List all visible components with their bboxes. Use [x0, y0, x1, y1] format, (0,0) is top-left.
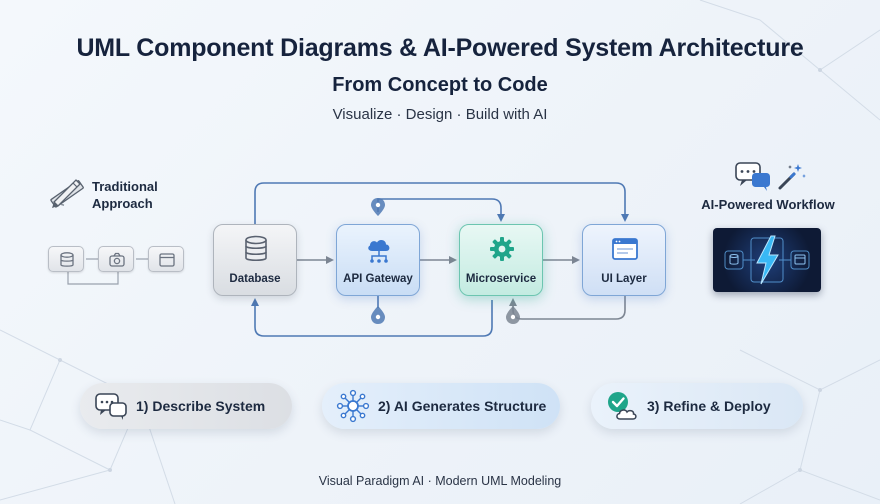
ai-workflow-icons	[735, 162, 806, 191]
traditional-window-box	[148, 246, 184, 272]
component-ui-layer-label: UI Layer	[601, 273, 647, 285]
traditional-database-box	[48, 246, 84, 272]
window-icon	[159, 253, 175, 267]
footer-text: Visual Paradigm AI · Modern UML Modeling	[318, 474, 562, 488]
page-subtitle: From Concept to Code	[332, 74, 548, 96]
magic-wand-icon	[778, 164, 806, 190]
database-icon	[60, 252, 74, 267]
window-icon	[794, 254, 806, 265]
component-api-gateway-label: API Gateway	[343, 273, 413, 285]
camera-icon	[109, 252, 125, 267]
component-microservice[interactable]: Microservice	[459, 224, 543, 296]
step-3-label: 3) Refine & Deploy	[647, 398, 771, 414]
component-ui-layer[interactable]: UI Layer	[582, 224, 666, 296]
page-title: UML Component Diagrams & AI-Powered Syst…	[76, 34, 804, 62]
traditional-connectors	[67, 258, 148, 285]
database-icon	[245, 235, 267, 262]
ai-workflow-panel	[713, 228, 821, 292]
component-microservice-label: Microservice	[465, 273, 537, 285]
component-database-label: Database	[229, 273, 281, 285]
step-ai-generates-structure[interactable]: 2) AI Generates Structure	[322, 383, 560, 429]
chat-bubbles-icon	[95, 393, 127, 420]
check-cloud-icon	[608, 392, 637, 420]
step-describe-system[interactable]: 1) Describe System	[80, 383, 292, 429]
step-1-label: 1) Describe System	[136, 398, 266, 414]
network-nodes-icon	[336, 389, 370, 423]
step-refine-deploy[interactable]: 3) Refine & Deploy	[591, 383, 803, 429]
pencil-ruler-icon	[50, 179, 84, 208]
component-database[interactable]: Database	[213, 224, 297, 296]
traditional-camera-box	[98, 246, 134, 272]
window-icon	[612, 238, 638, 260]
step-2-label: 2) AI Generates Structure	[378, 398, 547, 414]
gear-icon	[490, 237, 514, 261]
database-icon	[729, 254, 739, 265]
tagline: Visualize · Design · Build with AI	[332, 106, 548, 123]
ai-workflow-label: AI-Powered Workflow	[701, 197, 835, 212]
traditional-approach-label: Traditional Approach	[92, 179, 158, 211]
component-api-gateway[interactable]: API Gateway	[336, 224, 420, 296]
chat-bubbles-icon	[735, 162, 770, 191]
lightning-icon	[756, 235, 779, 285]
cloud-network-icon	[368, 240, 390, 263]
